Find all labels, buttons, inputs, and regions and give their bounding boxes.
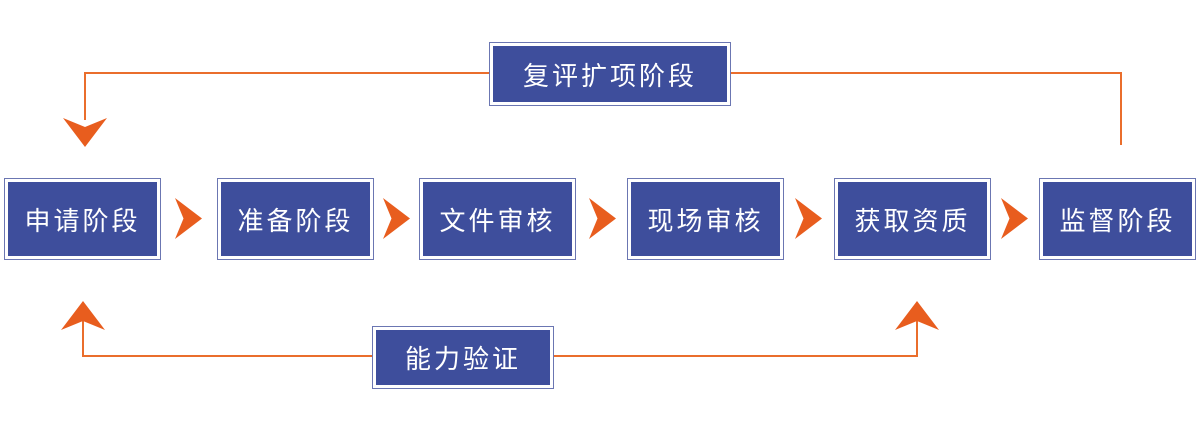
stage-box-preparation: 准备阶段 xyxy=(217,178,374,260)
stage-box-onsite-review: 现场审核 xyxy=(627,178,784,260)
loop-label: 能力验证 xyxy=(404,344,521,374)
loop-box-reassessment-expansion: 复评扩项阶段 xyxy=(489,42,731,106)
stage-label: 获取资质 xyxy=(854,205,971,236)
stage-box-supervision: 监督阶段 xyxy=(1039,178,1196,260)
flow-arrow-right-icon xyxy=(175,198,202,239)
stage-box-application: 申请阶段 xyxy=(4,178,161,260)
stage-label: 现场审核 xyxy=(647,205,764,236)
flow-arrow-right-icon xyxy=(795,198,822,239)
stage-label: 申请阶段 xyxy=(24,205,141,236)
loop-label: 复评扩项阶段 xyxy=(522,60,697,91)
stage-label: 文件审核 xyxy=(439,205,556,236)
stage-label: 准备阶段 xyxy=(237,205,354,236)
stage-label: 监督阶段 xyxy=(1059,205,1176,236)
arrow-up-icon xyxy=(895,301,939,330)
stage-box-obtain-qualification: 获取资质 xyxy=(834,178,991,260)
stage-box-document-review: 文件审核 xyxy=(419,178,576,260)
arrow-down-icon xyxy=(63,118,107,147)
loop-box-proficiency-testing: 能力验证 xyxy=(372,326,554,389)
flow-arrow-right-icon xyxy=(589,198,616,239)
flow-arrow-right-icon xyxy=(383,198,410,239)
flow-arrow-right-icon xyxy=(1001,198,1028,239)
arrow-up-icon xyxy=(61,301,105,330)
